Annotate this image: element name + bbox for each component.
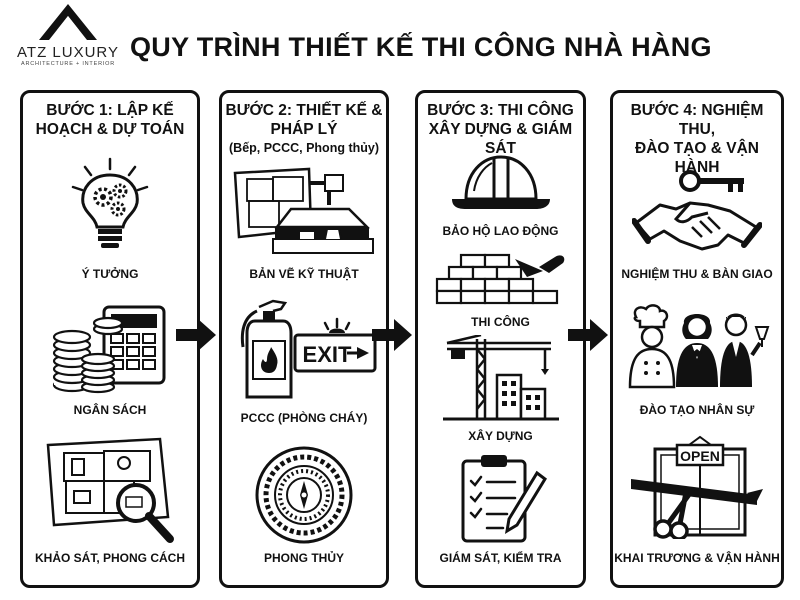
step-4-title-line1: BƯỚC 4: NGHIỆM THU, [630,102,764,138]
restaurant-staff-icon [628,304,770,389]
step-2-subtitle: (Bếp, PCCC, Phong thủy) [229,141,379,155]
feng-shui-item [222,445,386,545]
step-2-title: BƯỚC 2: THIẾT KẾ & PHÁP LÝ (Bếp, PCCC, P… [222,101,386,158]
logo-mark-icon [39,4,97,40]
staff-training-item [613,303,781,389]
step-3-title: BƯỚC 3: THI CÔNG XÂY DỰNG & GIÁM SÁT [418,101,583,158]
step-1-title-line1: BƯỚC 1: LẬP KẾ [46,102,174,119]
brand-tagline: ARCHITECTURE + INTERIOR [20,61,116,67]
page-title: QUY TRÌNH THIẾT KẾ THI CÔNG NHÀ HÀNG [130,32,712,62]
hard-hat-icon [451,155,550,209]
step-panel-2: BƯỚC 2: THIẾT KẾ & PHÁP LÝ (Bếp, PCCC, P… [219,90,389,588]
step-1-title-line2: HOẠCH & DỰ TOÁN [35,121,185,138]
survey-item [23,431,197,549]
handover-label: NGHIỆM THU & BÀN GIAO [621,267,773,281]
step-panel-4: BƯỚC 4: NGHIỆM THU, ĐÀO TẠO & VẬN HÀNH N… [610,90,784,588]
feng-shui-compass-icon [255,446,353,544]
supervision-label: GIÁM SÁT, KIỂM TRA [439,551,562,565]
step-1-title: BƯỚC 1: LẬP KẾ HOẠCH & DỰ TOÁN [23,101,197,139]
arrow-right-icon-3 [568,319,608,351]
step-4-title: BƯỚC 4: NGHIỆM THU, ĐÀO TẠO & VẬN HÀNH [613,101,781,177]
feng-shui-label: PHONG THỦY [263,551,344,565]
blueprint-kitchen-icon [233,167,374,254]
blueprint-label: BẢN VẼ KỸ THUẬT [249,267,359,281]
arrow-right-icon-2 [372,319,412,351]
staff-training-label: ĐÀO TẠO NHÂN SỰ [639,403,755,417]
step-3-title-line2: XÂY DỰNG & GIÁM SÁT [428,121,573,157]
key-handshake-icon [632,170,762,251]
step-2-title-line1: BƯỚC 2: THIẾT KẾ & [225,102,383,119]
idea-label: Ý TƯỞNG [81,267,139,281]
supervision-item [418,453,583,545]
fire-extinguisher-exit-icon: EXIT [240,299,377,399]
fire-safety-item: EXIT [222,297,386,407]
safety-gear-label: BẢO HỘ LAO ĐỘNG [442,224,559,238]
building-label: XÂY DỰNG [468,429,533,443]
handover-item [613,165,781,257]
open-sign-scissors-icon: OPEN [631,435,763,539]
survey-label: KHẢO SÁT, PHONG CÁCH [34,551,185,565]
bricks-trowel-icon [435,253,564,305]
step-3-title-line1: BƯỚC 3: THI CÔNG [427,102,574,119]
clipboard-checklist-icon [461,455,547,543]
opening-label: KHAI TRƯƠNG & VẬN HÀNH [614,551,780,565]
step-panel-1: BƯỚC 1: LẬP KẾ HOẠCH & DỰ TOÁN Ý TƯỞNG [20,90,200,588]
brand-name: ATZ LUXURY [17,44,119,61]
brand-logo: ATZ LUXURY ARCHITECTURE + INTERIOR [14,2,122,76]
exit-sign-text: EXIT [303,342,352,367]
safety-gear-item [418,151,583,217]
open-sign-text: OPEN [680,448,720,464]
crane-building-icon [442,335,559,421]
lightbulb-gears-icon [71,157,149,248]
construction-item [418,243,583,315]
building-item [418,335,583,423]
calculator-coins-icon [52,305,166,394]
fire-safety-label: PCCC (PHÒNG CHÁY) [240,411,368,425]
budget-item [23,299,197,395]
idea-item [23,155,197,255]
floorplan-magnifier-icon [46,437,174,543]
step-2-title-line2: PHÁP LÝ [270,121,338,138]
step-panel-3: BƯỚC 3: THI CÔNG XÂY DỰNG & GIÁM SÁT BẢO… [415,90,586,588]
budget-label: NGÂN SÁCH [73,403,147,417]
construction-label: THI CÔNG [471,315,530,329]
blueprint-item [222,165,386,265]
arrow-right-icon-1 [176,319,216,351]
opening-item: OPEN [613,435,781,539]
